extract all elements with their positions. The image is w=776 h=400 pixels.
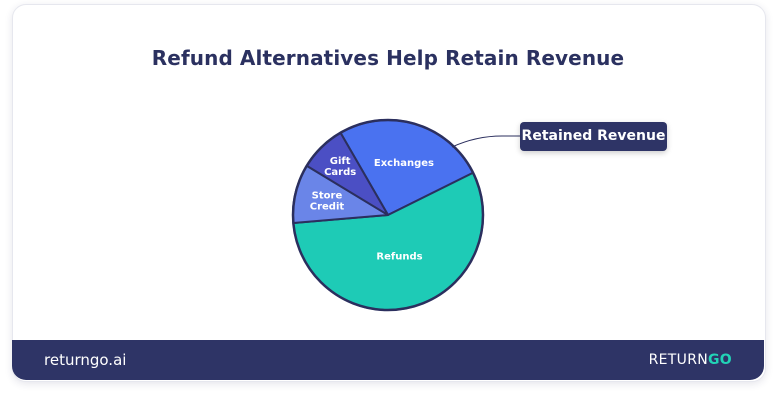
chart-title: Refund Alternatives Help Retain Revenue [151,46,625,70]
callout-leader-line [451,135,520,148]
slice-label-refunds: Refunds [376,252,422,263]
logo-primary-text: RETURN [648,352,708,368]
slice-label-exchanges: Exchanges [374,158,434,169]
footer-bar: returngo.ai RETURNGO [12,340,764,380]
returngo-logo: RETURNGO [649,340,732,380]
pie-outline [291,118,485,312]
logo-accent-text: GO [708,352,732,368]
retained-revenue-callout: Retained Revenue [520,122,667,151]
footer-site-link[interactable]: returngo.ai [44,351,127,369]
